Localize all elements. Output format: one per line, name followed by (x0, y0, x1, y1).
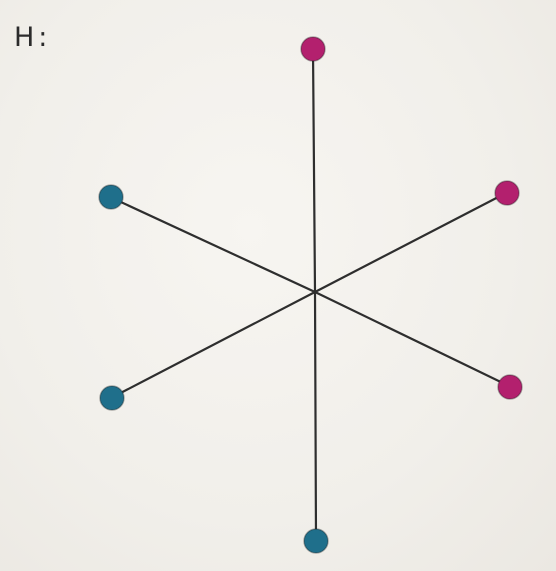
spoke-top (311, 48, 317, 294)
node-lower-left (99, 385, 125, 411)
node-bottom (303, 528, 329, 554)
nodes (98, 36, 523, 554)
spoke-bottom (313, 290, 318, 543)
diagram-label: H: (14, 22, 52, 53)
node-top (300, 36, 326, 62)
spoke-lower-right (313, 290, 511, 388)
node-upper-right (494, 180, 520, 206)
node-upper-left (98, 184, 124, 210)
spoke-upper-right (313, 191, 508, 294)
spoke-upper-left (108, 195, 317, 294)
node-lower-right (497, 374, 523, 400)
spoke-lower-left (109, 290, 317, 400)
spokes (108, 48, 511, 543)
